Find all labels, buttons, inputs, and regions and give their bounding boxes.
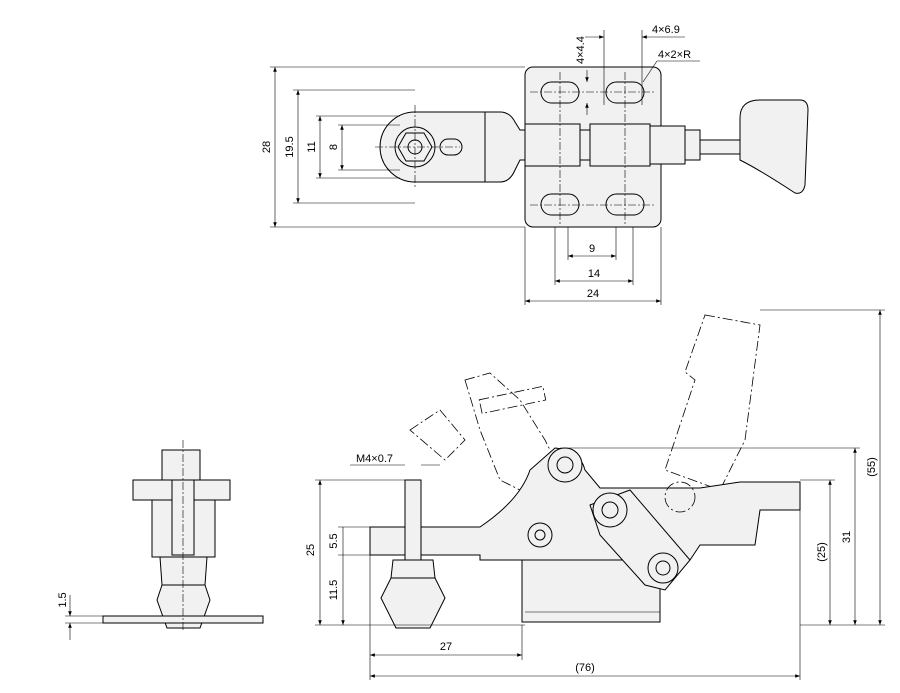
dim-24: 24 xyxy=(587,288,599,300)
dim-4x2xR: 4×2×R xyxy=(658,49,691,61)
dim-4x4-4: 4×4.4 xyxy=(575,36,587,64)
dim-31: 31 xyxy=(841,531,853,543)
dim-5-5: 5.5 xyxy=(328,533,340,548)
dim-14: 14 xyxy=(588,268,600,280)
dim-25: 25 xyxy=(305,544,317,556)
mounting-slots xyxy=(540,81,645,216)
side-view: M4×0.7 25 5.5 11.5 27 (76) (25) 31 (55) xyxy=(305,309,885,680)
dim-m4: M4×0.7 xyxy=(356,453,393,465)
handle-open-phantom xyxy=(664,314,761,491)
top-view: 28 19.5 11 8 9 14 24 4×6.9 4×4.4 4×2×R xyxy=(261,24,809,305)
dim-11: 11 xyxy=(306,141,318,152)
end-view: 1.5 xyxy=(57,440,264,640)
dim-28: 28 xyxy=(261,141,273,153)
dim-27: 27 xyxy=(440,641,452,653)
dim-25-ref: (25) xyxy=(816,542,828,562)
dim-19-5: 19.5 xyxy=(284,136,296,157)
dim-55: (55) xyxy=(866,457,878,477)
dim-76: (76) xyxy=(575,662,595,674)
dim-4x6-9: 4×6.9 xyxy=(652,24,680,36)
handle-grip xyxy=(739,99,809,194)
dim-11-5: 11.5 xyxy=(328,580,340,601)
dim-9: 9 xyxy=(589,243,595,255)
dim-8: 8 xyxy=(328,144,340,150)
dim-1-5: 1.5 xyxy=(57,592,69,607)
spindle-bolt xyxy=(404,479,422,561)
